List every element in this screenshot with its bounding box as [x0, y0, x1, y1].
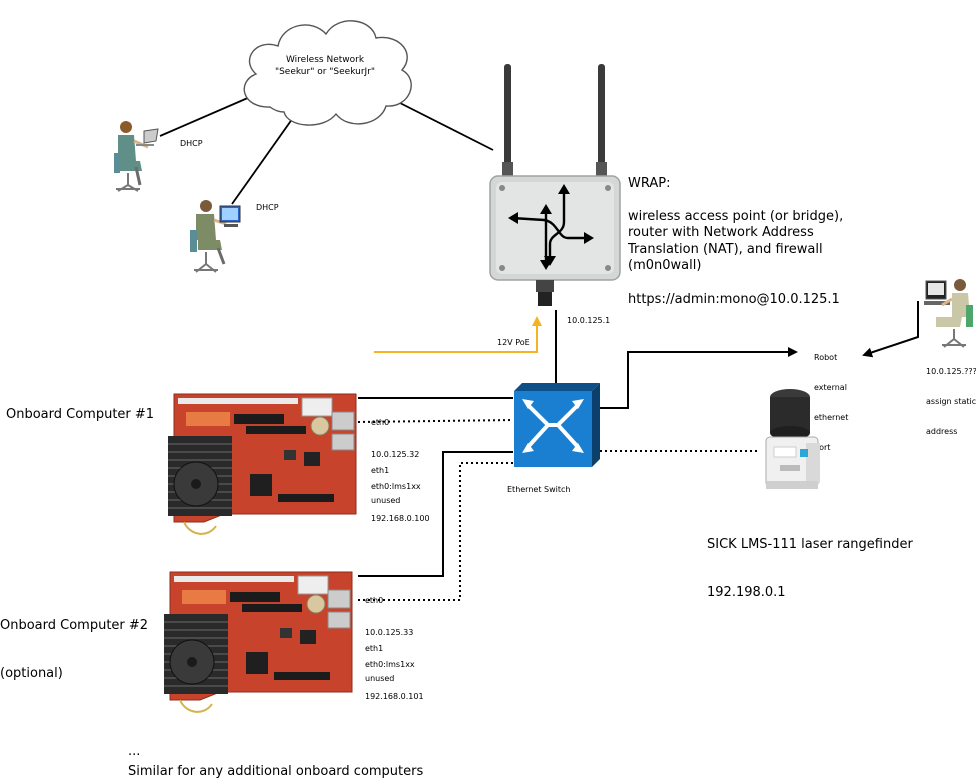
computer2-eth0-ip: 10.0.125.33	[365, 628, 414, 637]
laser-labels: SICK LMS-111 laser rangefinder 192.198.0…	[707, 504, 913, 634]
static-address-line2: assign static	[926, 397, 976, 406]
switch-label: Ethernet Switch	[507, 485, 571, 494]
motherboard-icon	[164, 571, 353, 713]
computer1-title: Onboard Computer #1	[6, 407, 155, 422]
wrap-ip: 10.0.125.1	[567, 316, 611, 325]
dhcp-label-2: DHCP	[256, 203, 279, 212]
ethernet-switch-icon	[514, 383, 600, 467]
footer-note: Similar for any additional onboard compu…	[128, 764, 424, 779]
access-point-icon	[489, 64, 621, 306]
robot-port-line3: ethernet	[814, 413, 849, 422]
person-workstation-icon	[924, 279, 973, 348]
computer1-eth0-alias: eth0:lms1xx	[371, 482, 421, 491]
static-address-line1: 10.0.125.???	[926, 367, 976, 376]
motherboard-icon	[168, 393, 357, 535]
static-address-note: 10.0.125.??? assign static address	[926, 347, 976, 457]
computer2-title: Onboard Computer #2 (optional)	[0, 585, 148, 715]
laser-name: SICK LMS-111 laser rangefinder	[707, 536, 913, 552]
laser-ip: 192.198.0.1	[707, 585, 786, 601]
computer2-eth1-status: unused	[365, 674, 395, 683]
cloud-label-line1: Wireless Network	[285, 55, 365, 65]
person-laptop-icon	[114, 121, 159, 192]
computer2-eth0-alias-ip: 192.168.0.101	[365, 692, 424, 701]
computer1-eth1-status: unused	[371, 496, 401, 505]
robot-port-line1: Robot	[814, 353, 838, 362]
wrap-url: https://admin:mono@10.0.125.1	[628, 292, 840, 307]
cloud-label-line2: "Seekur" or "SeekurJr"	[274, 67, 376, 77]
dhcp-label-1: DHCP	[180, 139, 203, 148]
poe-label: 12V PoE	[497, 338, 530, 347]
computer2-eth0-alias: eth0:lms1xx	[365, 660, 415, 669]
robot-port-line2: external	[814, 383, 847, 392]
laser-rangefinder-icon	[765, 389, 820, 489]
computer1-eth1: eth1	[371, 466, 390, 475]
computer2-title-line1: Onboard Computer #2	[0, 617, 149, 633]
robot-port-line4: port	[814, 443, 831, 452]
person-computer-icon	[190, 200, 241, 273]
computer1-eth0-alias-ip: 192.168.0.100	[371, 514, 430, 523]
computer2-eth1: eth1	[365, 644, 384, 653]
computer1-eth0: eth0	[371, 418, 390, 427]
computer2-eth1-labels: eth1 unused	[365, 624, 394, 704]
computer2-eth0-labels: eth0 10.0.125.33 eth0:lms1xx 192.168.0.1…	[365, 576, 424, 722]
computer1-eth0-labels: eth0 10.0.125.32 eth0:lms1xx 192.168.0.1…	[371, 398, 430, 544]
wrap-description: wireless access point (or bridge), route…	[628, 209, 844, 273]
static-address-line3: address	[926, 427, 958, 436]
cloud-icon	[243, 20, 412, 126]
computer2-eth0: eth0	[365, 596, 384, 605]
computer1-eth1-labels: eth1 unused	[371, 446, 400, 526]
computer1-eth0-ip: 10.0.125.32	[371, 450, 420, 459]
robot-port-label: Robot external ethernet port	[814, 333, 848, 473]
computer2-title-line2: (optional)	[0, 666, 63, 682]
footer-ellipsis: ...	[128, 744, 141, 759]
wrap-title: WRAP:	[628, 176, 671, 191]
